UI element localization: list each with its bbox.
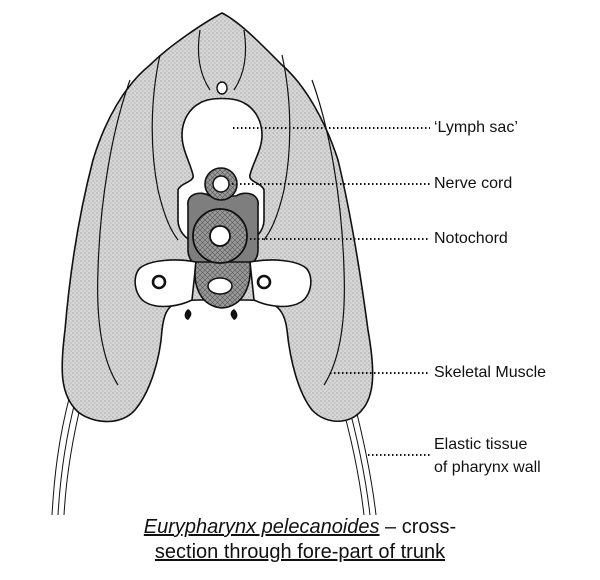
label-lymph-sac: ‘Lymph sac’ — [434, 119, 518, 136]
notochord-core — [209, 225, 231, 247]
ventral-mark-right — [230, 309, 238, 320]
elastic-tissue-left — [51, 394, 83, 516]
ventral-canal — [207, 277, 233, 295]
figure-caption: Eurypharynx pelecanoides – cross- — [0, 515, 600, 540]
muscle-septa — [97, 29, 345, 386]
transverse-process-right — [249, 259, 312, 308]
caption-line1-rest: – cross- — [379, 516, 457, 538]
label-skeletal-muscle: Skeletal Muscle — [434, 364, 547, 381]
dorsal-opening — [216, 81, 228, 95]
figure-caption-line2: section through fore-part of trunk — [0, 540, 600, 565]
caption-line2: section through fore-part of trunk — [154, 541, 446, 563]
nerve-cord-lumen — [212, 175, 230, 193]
label-notochord: Notochord — [434, 230, 508, 247]
caption-species: Eurypharynx pelecanoides — [143, 516, 380, 538]
leader-lines — [232, 127, 430, 456]
label-elastic-tissue-line1: Elastic tissue — [434, 436, 528, 453]
lateral-ring-left — [151, 274, 167, 290]
label-nerve-cord: Nerve cord — [434, 175, 513, 192]
label-elastic-tissue-line2: of pharynx wall — [434, 459, 541, 476]
lateral-ring-right — [256, 274, 272, 290]
ventral-mark-left — [184, 309, 192, 320]
